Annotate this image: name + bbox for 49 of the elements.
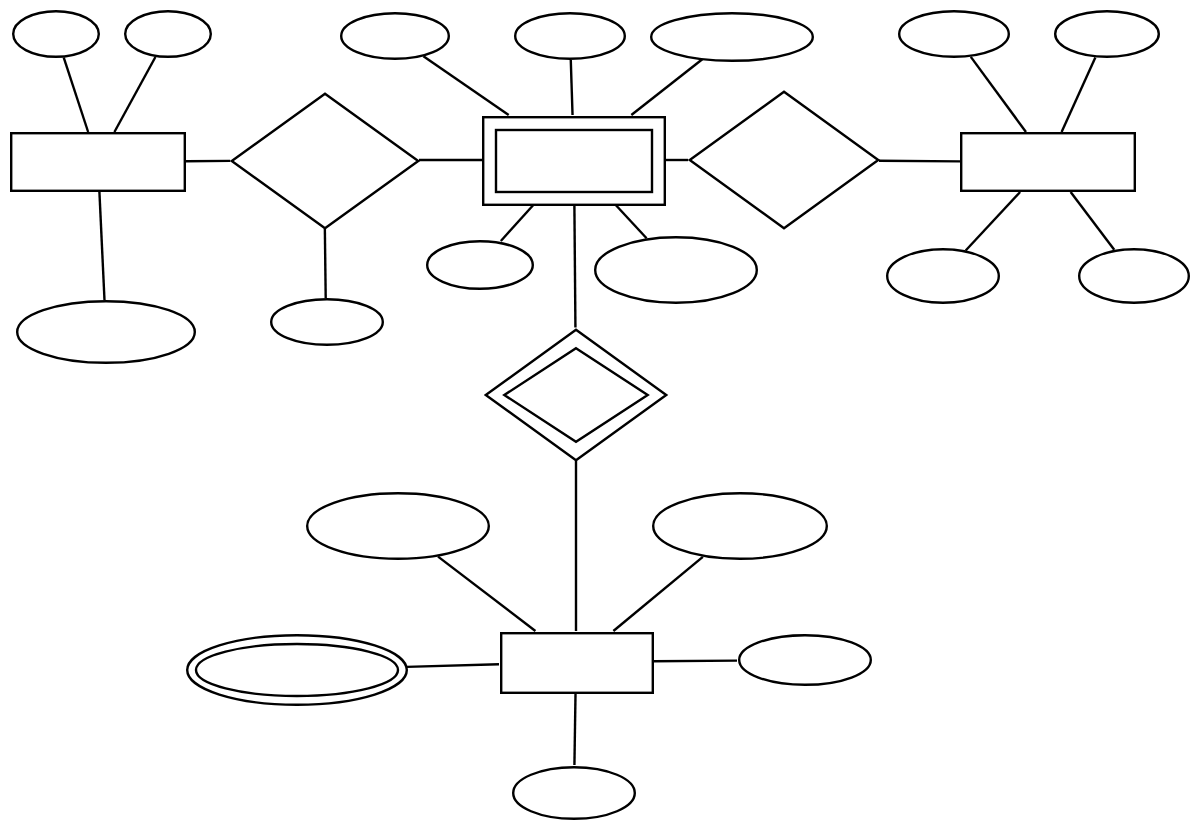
double-relationship-diamond (484, 327, 668, 461)
connector-line (406, 663, 500, 669)
connector-line (964, 191, 1021, 252)
connector-line (113, 56, 157, 133)
attribute-ellipse (12, 10, 100, 58)
attribute-ellipse (514, 12, 626, 60)
double-entity-box (482, 115, 666, 205)
connector-line (422, 55, 510, 116)
connector-line (499, 204, 535, 242)
connector-line (969, 56, 1027, 133)
connector-line (879, 159, 960, 163)
connector-line (437, 555, 537, 632)
double-attribute-ellipse (185, 634, 407, 706)
connector-line (666, 158, 688, 162)
relationship-diamond (688, 90, 880, 230)
entity-box (10, 132, 186, 192)
connector-line (573, 693, 577, 765)
connector-line (630, 58, 704, 116)
connector-line (98, 191, 106, 301)
attribute-ellipse (16, 300, 196, 364)
connector-line (569, 59, 574, 116)
attribute-ellipse (885, 248, 999, 304)
attribute-ellipse (898, 10, 1010, 58)
attribute-ellipse (1078, 248, 1190, 304)
attribute-ellipse (306, 492, 490, 560)
entity-box (960, 132, 1136, 192)
attribute-ellipse (269, 298, 383, 346)
connector-line (612, 555, 704, 632)
connector-line (574, 461, 578, 631)
attribute-ellipse (1053, 10, 1159, 58)
attribute-ellipse (512, 765, 636, 819)
connector-line (573, 205, 577, 328)
relationship-diamond (229, 91, 419, 229)
attribute-ellipse (426, 239, 534, 289)
connector-line (1060, 57, 1097, 133)
attribute-ellipse (594, 236, 758, 304)
connector-line (323, 228, 327, 298)
attribute-ellipse (339, 12, 449, 60)
attribute-ellipse (652, 492, 828, 560)
connector-line (614, 204, 648, 240)
connector-line (1069, 191, 1116, 251)
connector-line (62, 57, 90, 133)
attribute-ellipse (650, 11, 814, 61)
connector-line (653, 659, 738, 663)
attribute-ellipse (737, 634, 871, 686)
connector-line (419, 158, 482, 162)
entity-box (499, 631, 653, 693)
connector-line (186, 159, 231, 163)
attribute-ellipse (124, 10, 212, 58)
